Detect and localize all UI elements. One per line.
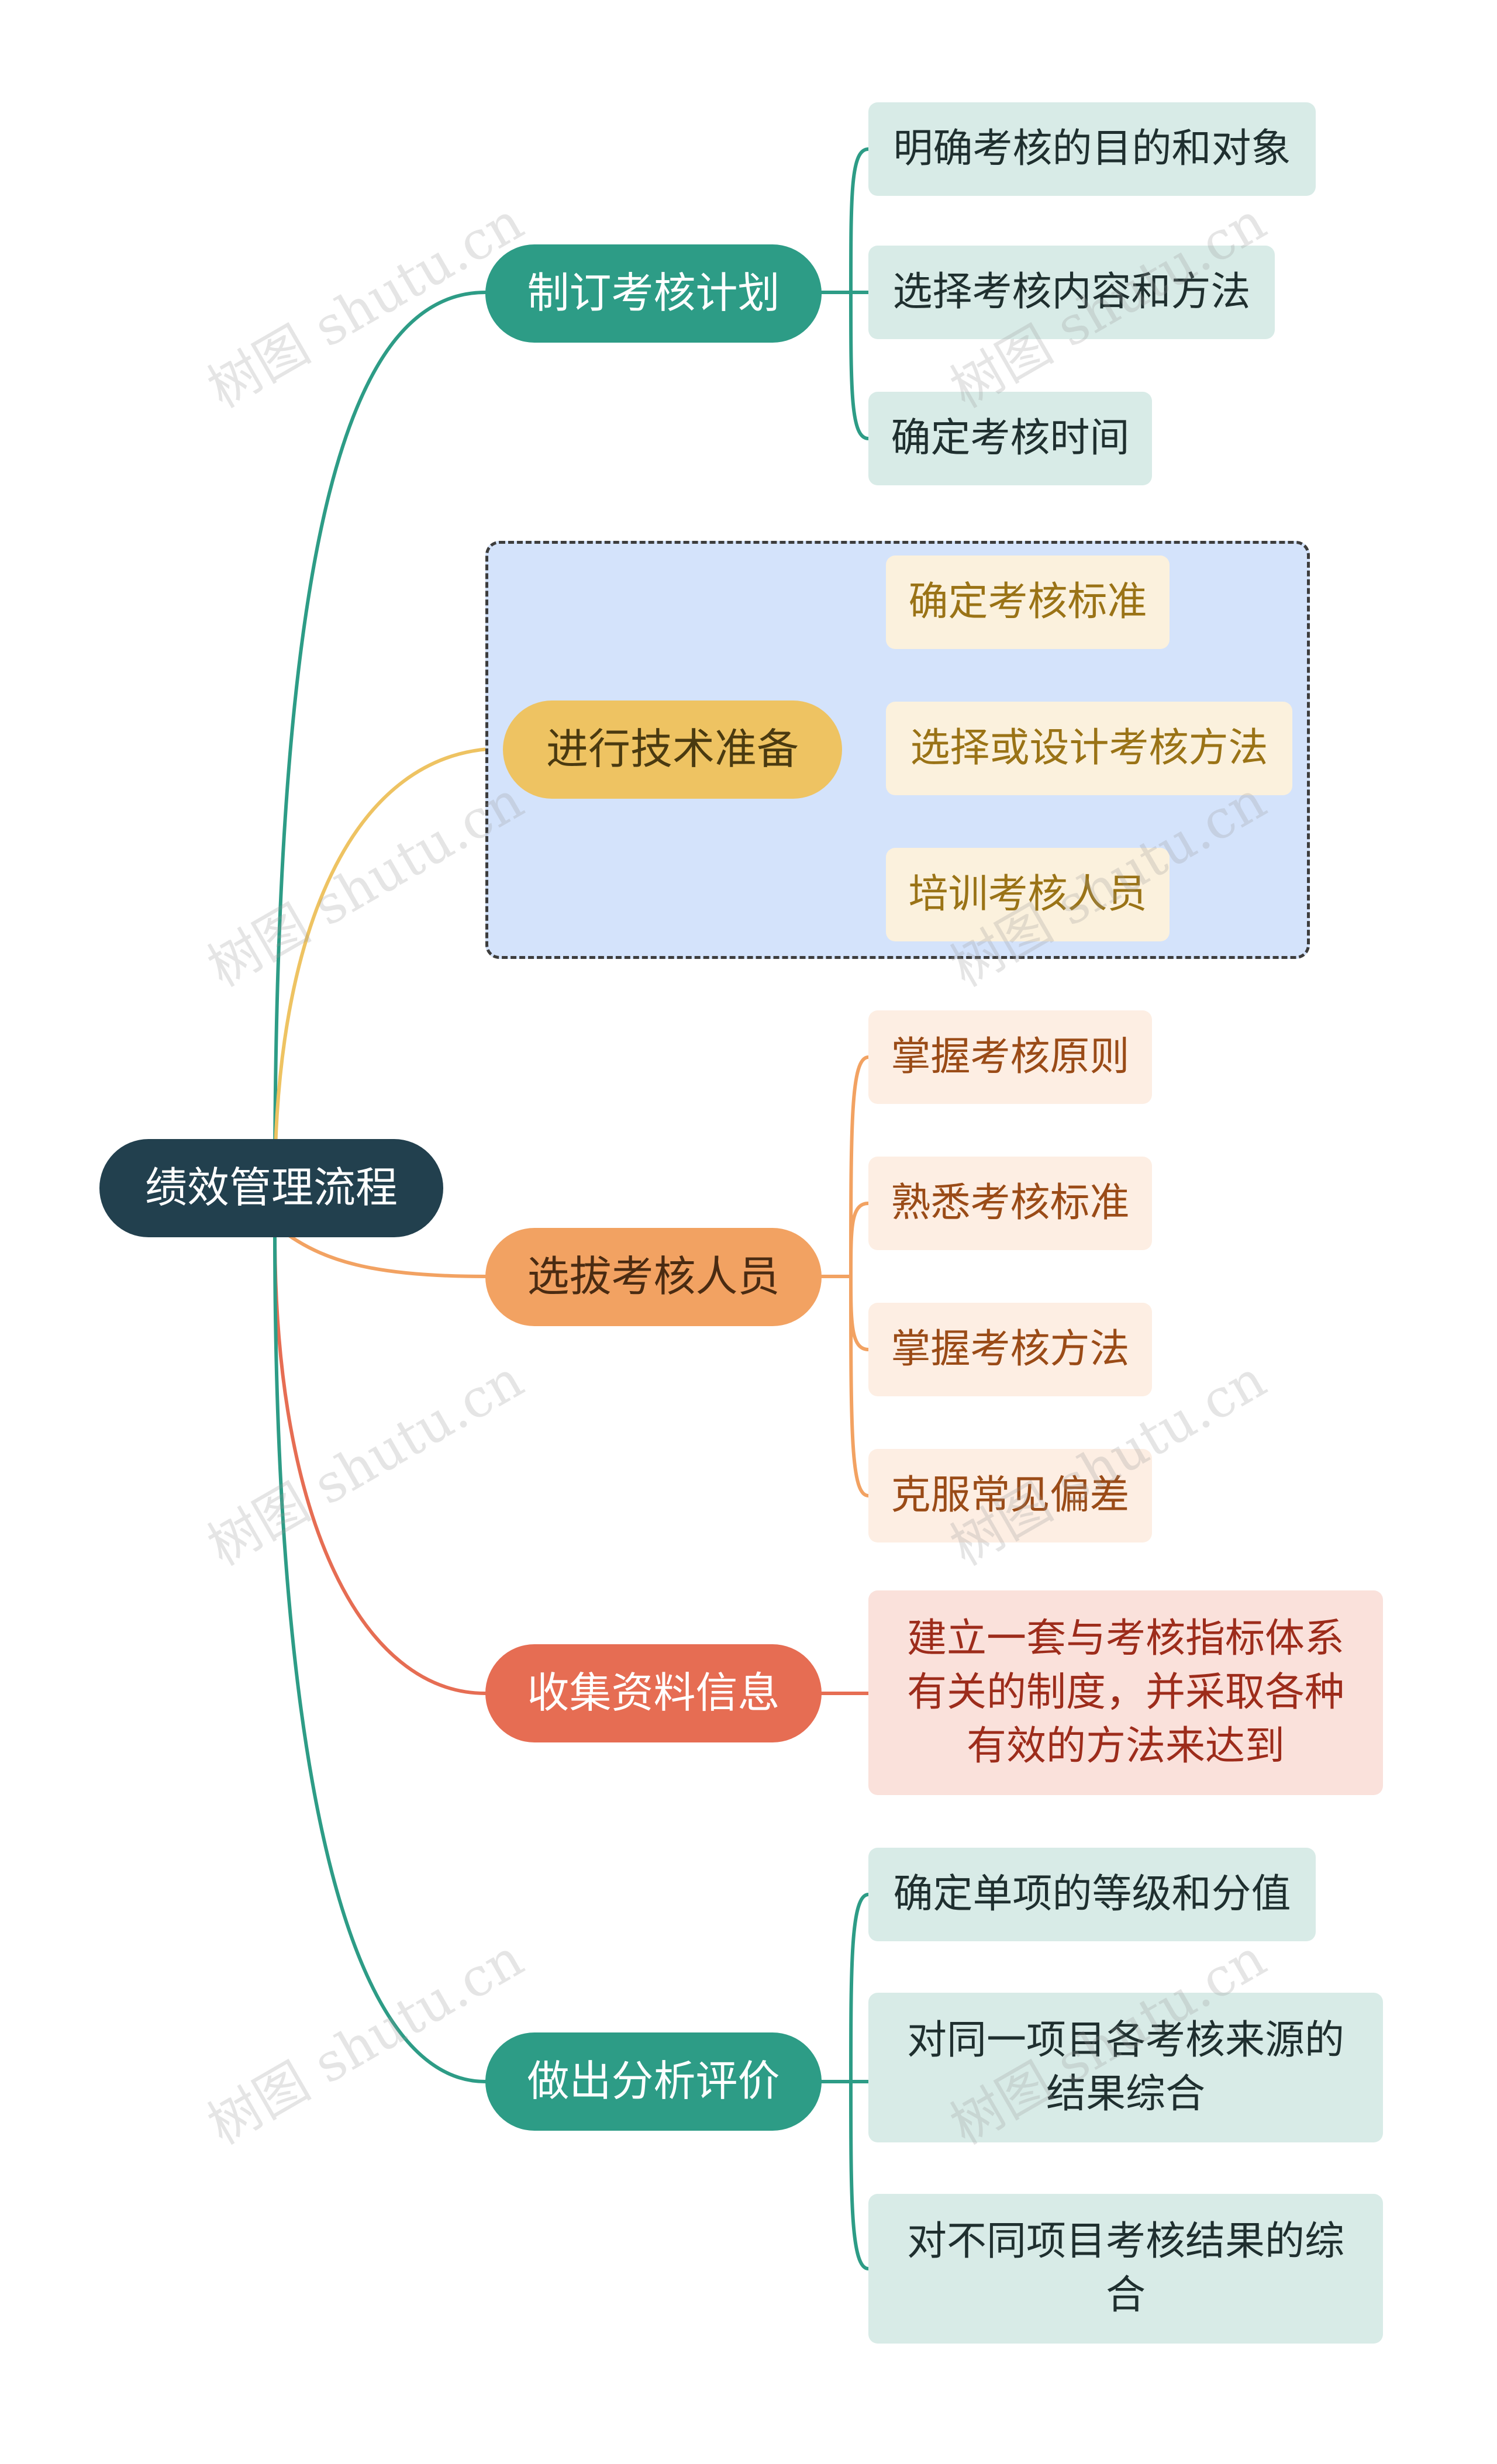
plan-child-2[interactable]: 选择考核内容和方法 (868, 246, 1275, 339)
branch-tech-prep[interactable]: 进行技术准备 (503, 700, 842, 799)
tech-child-1[interactable]: 确定考核标准 (886, 555, 1170, 649)
plan-to-children-line (820, 147, 870, 440)
plan-child-1[interactable]: 明确考核的目的和对象 (868, 102, 1316, 196)
tech-child-2[interactable]: 选择或设计考核方法 (886, 702, 1292, 795)
root-topic[interactable]: 绩效管理流程 (99, 1139, 443, 1237)
select-child-3[interactable]: 掌握考核方法 (868, 1303, 1152, 1396)
branch-select-staff[interactable]: 选拔考核人员 (485, 1228, 822, 1326)
select-to-children-line (820, 1055, 870, 1497)
branch-plan[interactable]: 制订考核计划 (485, 244, 822, 343)
analysis-child-1[interactable]: 确定单项的等级和分值 (868, 1848, 1316, 1941)
branch-collect-info[interactable]: 收集资料信息 (485, 1644, 822, 1742)
root-to-collect-line (273, 1232, 487, 1695)
root-to-tech-line (273, 747, 505, 1189)
plan-child-3[interactable]: 确定考核时间 (868, 392, 1152, 485)
analysis-child-3[interactable]: 对不同项目考核结果的综 合 (868, 2194, 1383, 2344)
collect-child-1[interactable]: 建立一套与考核指标体系 有关的制度，并采取各种 有效的方法来达到 (868, 1590, 1383, 1795)
select-child-2[interactable]: 熟悉考核标准 (868, 1157, 1152, 1250)
select-child-4[interactable]: 克服常见偏差 (868, 1449, 1152, 1542)
root-to-analysis-line (273, 1232, 487, 2083)
analysis-child-2[interactable]: 对同一项目各考核来源的 结果综合 (868, 1993, 1383, 2142)
root-to-plan-line (273, 291, 487, 1189)
select-child-1[interactable]: 掌握考核原则 (868, 1010, 1152, 1104)
tech-child-3[interactable]: 培训考核人员 (886, 848, 1170, 941)
analysis-to-children-line (820, 1893, 870, 2270)
root-to-select-line (285, 1232, 487, 1278)
branch-analysis[interactable]: 做出分析评价 (485, 2032, 822, 2131)
